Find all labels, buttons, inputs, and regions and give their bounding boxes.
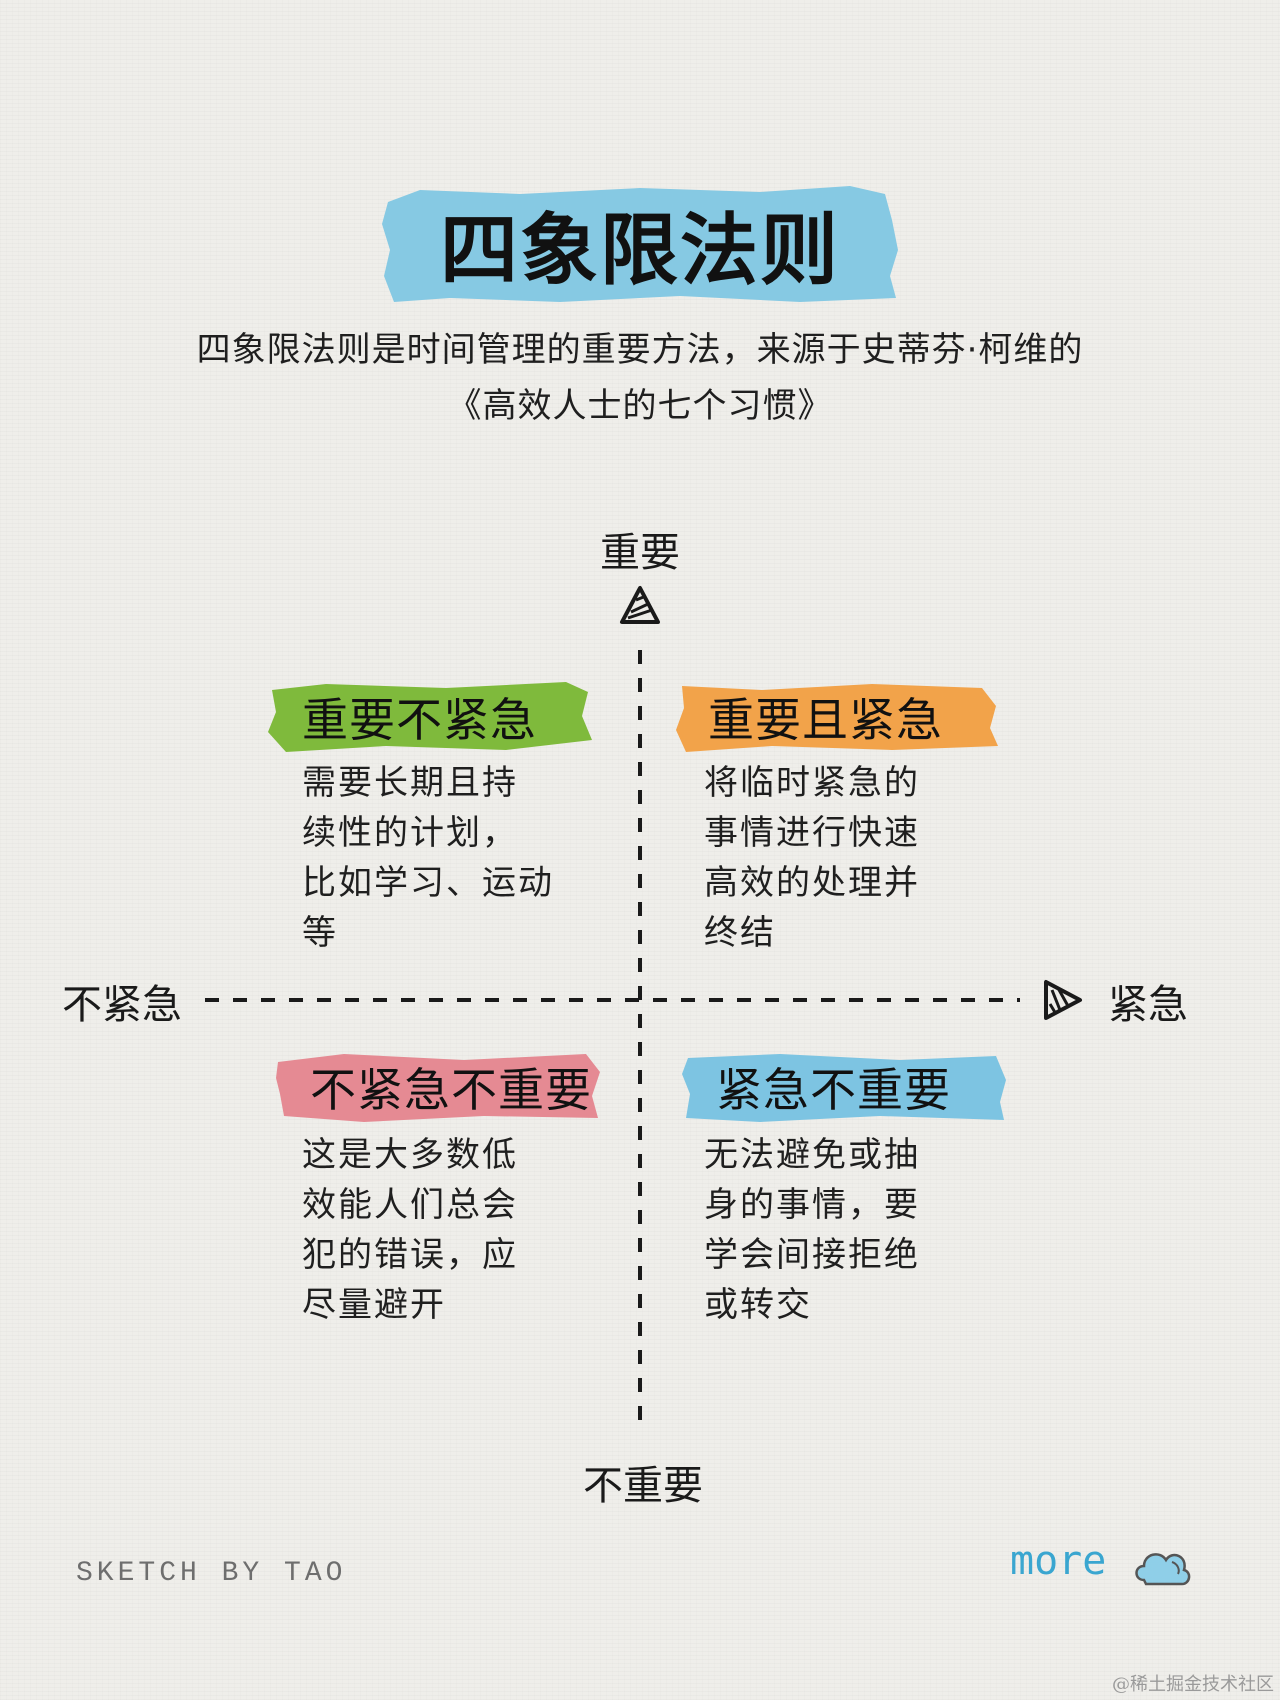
intro-line-2: 《高效人士的七个习惯》 <box>447 386 833 426</box>
quadrant-title: 重要且紧急 <box>708 693 943 747</box>
title-banner: 四象限法则 <box>380 180 900 308</box>
body-line: 犯的错误，应 <box>302 1235 518 1275</box>
cloud-icon[interactable] <box>1132 1540 1192 1596</box>
body-line: 需要长期且持 <box>302 763 518 803</box>
quadrant-title: 重要不紧急 <box>302 693 537 747</box>
body-line: 学会间接拒绝 <box>704 1235 920 1275</box>
quadrant-title: 紧急不重要 <box>716 1063 951 1117</box>
axis-label-not-important: 不重要 <box>583 1463 703 1509</box>
body-line: 高效的处理并 <box>704 863 920 903</box>
quadrant-important-not-urgent-header: 重要不紧急 <box>266 680 596 754</box>
body-line: 等 <box>302 913 338 953</box>
body-line: 续性的计划， <box>302 813 518 853</box>
body-line: 尽量避开 <box>302 1285 446 1325</box>
axis-label-urgent: 紧急 <box>1108 982 1188 1028</box>
axis-label-important: 重要 <box>600 530 680 576</box>
up-arrow-icon <box>620 586 660 624</box>
right-arrow-icon <box>1044 980 1082 1020</box>
body-line: 无法避免或抽 <box>704 1135 920 1175</box>
quadrant-not-urgent-not-important-body: 这是大多数低 效能人们总会 犯的错误，应 尽量避开 <box>302 1130 572 1330</box>
body-line: 效能人们总会 <box>302 1185 518 1225</box>
intro-line-1: 四象限法则是时间管理的重要方法，来源于史蒂芬·柯维的 <box>196 330 1084 370</box>
quadrant-important-urgent-header: 重要且紧急 <box>672 680 1002 754</box>
quadrant-urgent-not-important-body: 无法避免或抽 身的事情，要 学会间接拒绝 或转交 <box>704 1130 974 1330</box>
watermark: @稀土掘金技术社区 <box>1112 1674 1274 1695</box>
quadrant-title: 不紧急不重要 <box>310 1063 592 1117</box>
title-highlight-band <box>382 186 898 302</box>
more-link[interactable]: more <box>1010 1538 1107 1584</box>
quadrant-not-urgent-not-important-header: 不紧急不重要 <box>274 1050 604 1124</box>
signature: SKETCH BY TAO <box>76 1558 347 1589</box>
body-line: 将临时紧急的 <box>704 763 920 803</box>
page-title: 四象限法则 <box>439 206 840 296</box>
body-line: 事情进行快速 <box>704 813 920 853</box>
body-line: 身的事情，要 <box>704 1185 920 1225</box>
quadrant-urgent-not-important-header: 紧急不重要 <box>680 1050 1010 1124</box>
axis-label-not-urgent: 不紧急 <box>62 982 182 1028</box>
body-line: 终结 <box>704 913 776 953</box>
quadrant-important-urgent-body: 将临时紧急的 事情进行快速 高效的处理并 终结 <box>704 758 974 958</box>
quadrant-important-not-urgent-body: 需要长期且持 续性的计划， 比如学习、运动 等 <box>302 758 572 958</box>
body-line: 或转交 <box>704 1285 812 1325</box>
body-line: 这是大多数低 <box>302 1135 518 1175</box>
body-line: 比如学习、运动 <box>302 863 554 903</box>
